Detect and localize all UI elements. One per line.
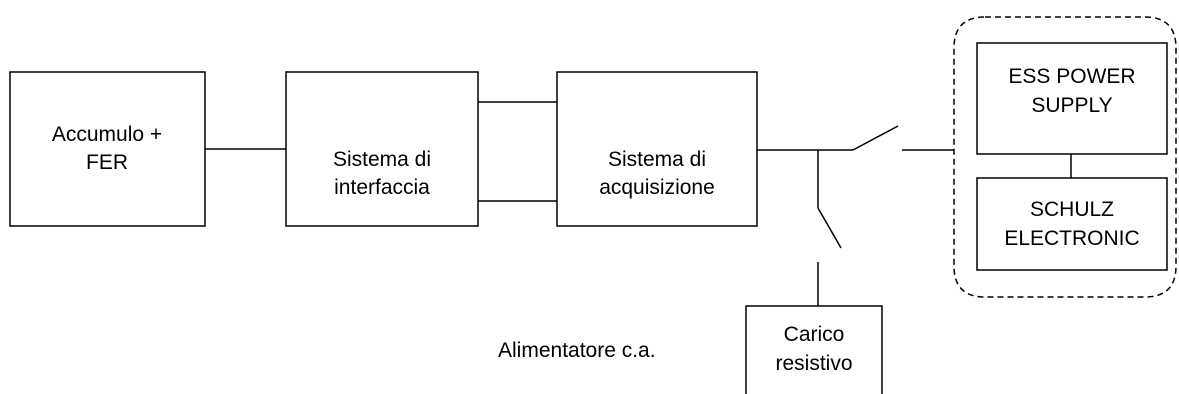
label-alimentatore: Alimentatore c.a.: [498, 339, 656, 362]
block-accumulo-line2: FER: [86, 151, 128, 174]
switch-top-blade: [852, 125, 899, 151]
block-acquisizione-line2: acquisizione: [599, 176, 715, 199]
block-sistema-interfaccia: Sistema di interfaccia: [285, 71, 479, 227]
block-schulz-line2: ELECTRONIC: [1004, 227, 1139, 250]
block-interfaccia-line2: interfaccia: [334, 176, 430, 199]
block-carico-resistivo: Carico resistivo: [745, 305, 883, 394]
block-schulz-electronic: SCHULZ ELECTRONIC: [976, 177, 1168, 271]
block-ess-power-supply: ESS POWER SUPPLY: [976, 42, 1168, 155]
block-carico-line1: Carico: [784, 323, 845, 346]
power-supply-group-outline: [953, 16, 1177, 298]
block-ess-line1: ESS POWER: [1008, 65, 1135, 88]
block-interfaccia-line1: Sistema di: [333, 148, 431, 171]
block-acquisizione-line1: Sistema di: [608, 148, 706, 171]
block-schulz-line1: SCHULZ: [1030, 198, 1114, 221]
block-carico-line2: resistivo: [775, 352, 852, 375]
switch-bottom-blade: [817, 207, 842, 249]
block-sistema-acquisizione: Sistema di acquisizione: [556, 71, 758, 227]
block-ess-line2: SUPPLY: [1031, 94, 1112, 117]
block-accumulo-line1: Accumulo +: [52, 123, 162, 146]
block-accumulo-fer: Accumulo + FER: [9, 71, 206, 227]
